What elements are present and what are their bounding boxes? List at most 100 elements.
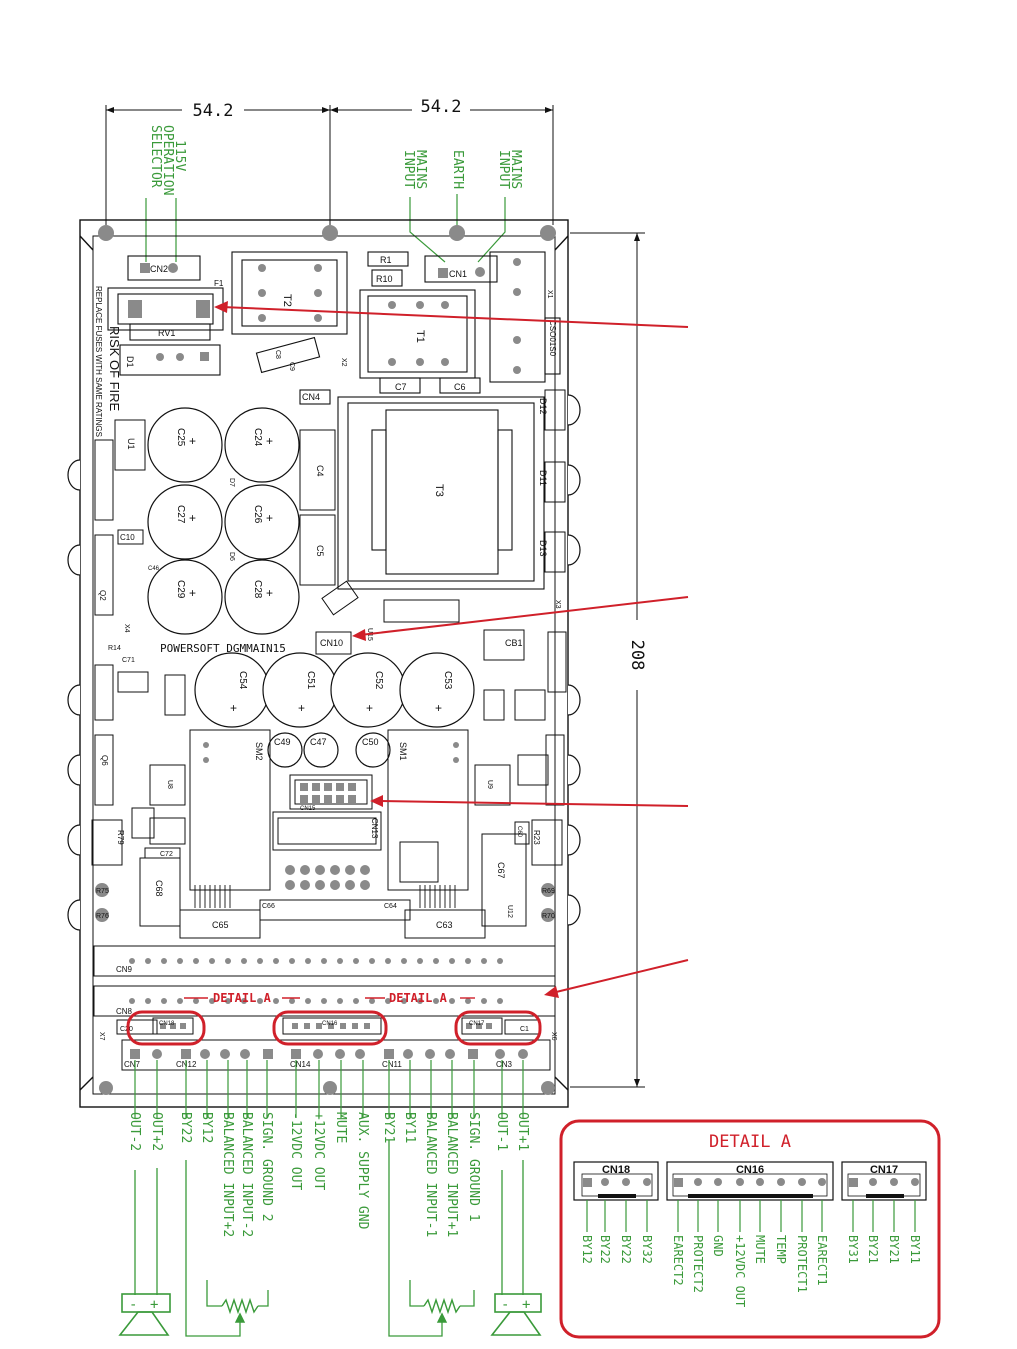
ref-sm1: SM1	[398, 742, 408, 761]
ref-r76: R76	[96, 913, 109, 920]
detail-pin-labels: BY12 BY22 BY22 BY32 EARECT2 PROTECT2 GND…	[580, 1235, 922, 1307]
cn16-pin-6: TEMP	[774, 1235, 788, 1264]
ref-c8: C8	[274, 350, 281, 359]
cn17-pin-2: BY21	[866, 1235, 880, 1264]
bottom-refs: CN9 CN8 X7 X6 C20 C1 CN18 CN16 CN17 CN7 …	[98, 965, 557, 1069]
ref-r14: R14	[108, 645, 121, 652]
potentiometer-icon-1	[423, 1297, 461, 1323]
label-plus-12vdc-out: +12VDC OUT	[311, 1112, 326, 1190]
label-earth: EARTH	[450, 150, 465, 189]
middle-components	[94, 389, 567, 721]
power-modules	[91, 729, 565, 939]
speaker-icon-2	[118, 1293, 171, 1336]
cn16-pin-3: GND	[711, 1235, 725, 1257]
ref-cn9: CN9	[116, 965, 133, 974]
label-selector-line3: SELECTOR	[148, 125, 163, 188]
brand-label: POWERSOFT DGMMAIN15	[160, 642, 286, 655]
dimension-top-left: 54.2	[193, 101, 234, 121]
svg-text:+: +	[266, 434, 273, 448]
ref-t1: T1	[414, 330, 426, 343]
label-out-minus-1: OUT-1	[494, 1112, 509, 1151]
bottom-pin-rows	[129, 958, 528, 1059]
label-sign-ground-2: SIGN. GROUND 2	[259, 1112, 274, 1222]
speaker-1-plus: +	[522, 1297, 530, 1313]
ref-c20: C20	[120, 1026, 133, 1033]
heatsink-fins	[194, 885, 456, 908]
label-by11: BY11	[402, 1112, 417, 1143]
callout-arrows	[221, 306, 689, 994]
ref-c63: C63	[436, 920, 453, 930]
label-mains-right-1: MAINS	[508, 150, 523, 189]
detail-leads	[586, 1200, 916, 1232]
svg-text:+: +	[366, 701, 373, 715]
label-balanced-input-plus-1: BALANCED INPUT+1	[444, 1112, 459, 1237]
speaker-1-minus: -	[501, 1297, 509, 1313]
side-heatsink-tabs	[67, 394, 581, 931]
top-refs: CN2 CN1 R1 R10 T2 T1 F1 RV1 D1 C7 C6 C8 …	[125, 255, 557, 402]
ref-sm2: SM2	[254, 742, 264, 761]
cn16-pin-1: EARECT2	[671, 1235, 685, 1286]
ref-c46: C46	[148, 566, 160, 572]
ref-u8: U8	[166, 780, 173, 789]
label-balanced-input-minus-1: BALANCED INPUT-1	[423, 1112, 438, 1237]
top-components	[107, 251, 561, 405]
ref-q6: Q6	[100, 755, 109, 766]
ref-x2: X2	[340, 358, 347, 367]
ref-c10: C10	[120, 533, 135, 542]
label-mute: MUTE	[333, 1112, 348, 1143]
callout-arrowheads	[214, 301, 559, 998]
capacitor-plus-signs: ++ ++ ++ ++ ++	[189, 434, 442, 715]
wiring-loops	[134, 1140, 524, 1337]
ref-d7: D7	[228, 478, 235, 487]
label-out-plus-2: OUT+2	[149, 1112, 164, 1151]
ref-cn14: CN14	[290, 1060, 311, 1069]
label-out-minus-2: OUT-2	[127, 1112, 142, 1151]
capacitor-refs: C25 C24 C27 C26 C29 C28 C54 C51 C52 C53 …	[175, 428, 453, 747]
ref-cn17-board: CN17	[469, 1021, 485, 1027]
ref-c7: C7	[395, 382, 407, 392]
detail-tag-2: DETAIL A	[389, 991, 448, 1005]
ref-c6: C6	[454, 382, 466, 392]
ref-r69: R69	[542, 888, 555, 895]
dimension-lines	[105, 105, 645, 1088]
ref-c68: C68	[154, 880, 164, 897]
svg-text:+: +	[435, 701, 442, 715]
svg-text:+: +	[189, 511, 196, 525]
cn16-pin-4: +12VDC OUT	[733, 1235, 747, 1307]
ref-c9: C9	[288, 362, 295, 371]
ref-c50: C50	[362, 737, 379, 747]
ref-c24: C24	[252, 428, 263, 447]
ref-c64: C64	[384, 903, 397, 910]
svg-text:+: +	[266, 511, 273, 525]
label-by22: BY22	[178, 1112, 193, 1143]
ref-cn11: CN11	[382, 1060, 402, 1069]
ref-c71: C71	[122, 657, 135, 664]
filter-capacitors	[147, 407, 475, 768]
bottom-wire-leads	[134, 1060, 524, 1118]
ref-cn15: CN15	[300, 806, 316, 812]
ref-c51: C51	[305, 671, 316, 690]
label-mains-right-2: INPUT	[496, 150, 511, 189]
ref-d13: D13	[538, 540, 548, 557]
ref-d12: D12	[538, 398, 548, 415]
speaker-2-minus: -	[129, 1297, 137, 1313]
label-by21: BY21	[381, 1112, 396, 1143]
ref-c72: C72	[160, 851, 173, 858]
detail-panel	[559, 1119, 941, 1339]
label-out-plus-1: OUT+1	[515, 1112, 530, 1151]
label-minus-12vdc-out: -12VDC OUT	[288, 1112, 303, 1190]
ref-t2: T2	[281, 294, 293, 307]
dimension-top-right: 54.2	[421, 97, 462, 117]
ref-cs: CSO01S0	[548, 320, 557, 357]
label-selector-line1: 115V	[172, 140, 187, 171]
ref-cn4: CN4	[302, 392, 320, 402]
ref-c54: C54	[237, 671, 248, 690]
middle-refs: C4 C5 C10 C46 D7 D6 U1 D12 D11 D13 CN10 …	[98, 398, 561, 664]
ref-cb1: CB1	[505, 638, 523, 648]
ref-c4: C4	[315, 465, 325, 477]
transformer-t3	[337, 396, 545, 590]
ref-r70: R70	[542, 913, 555, 920]
detail-cn17	[841, 1161, 927, 1201]
cn18-pin-1: BY12	[580, 1235, 594, 1264]
ref-c1: C1	[520, 1026, 529, 1033]
